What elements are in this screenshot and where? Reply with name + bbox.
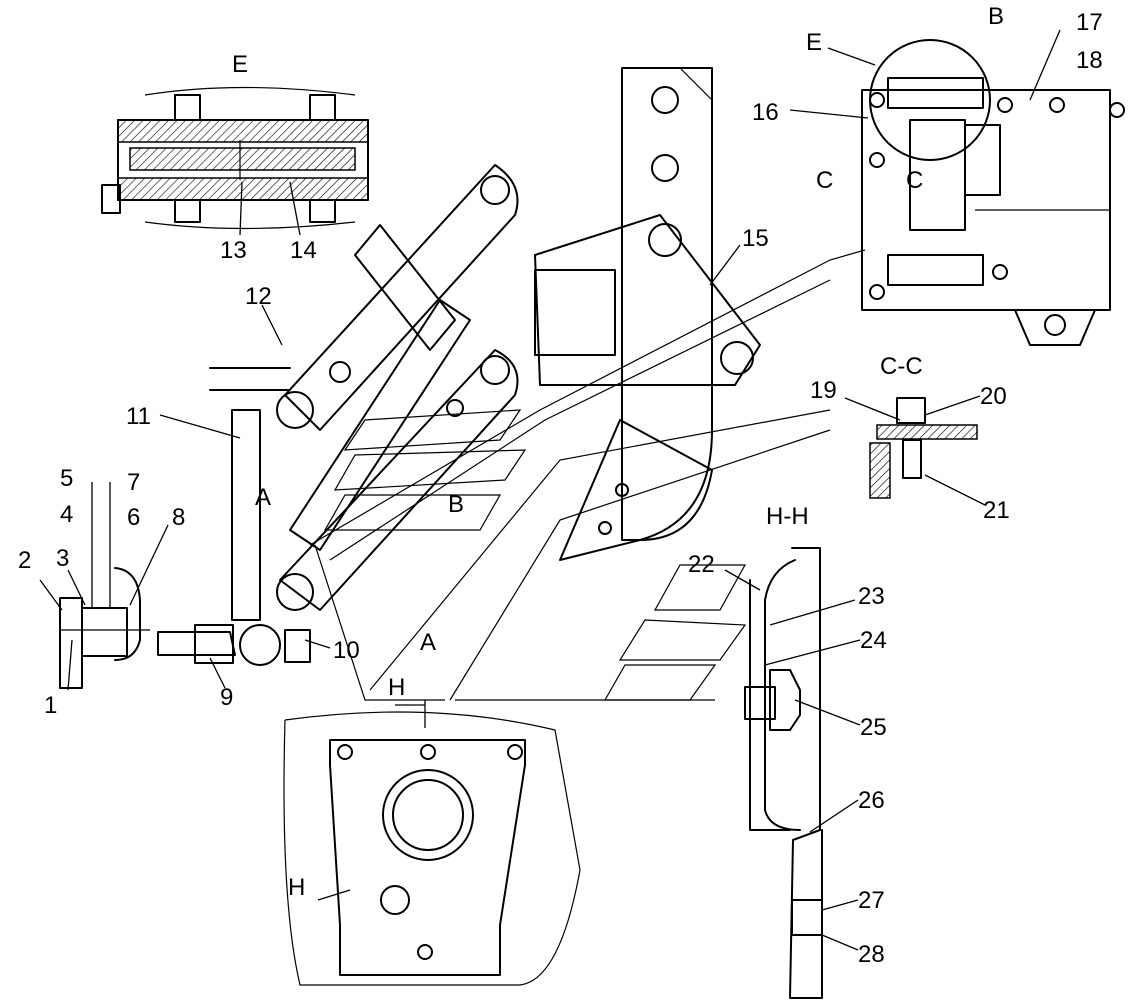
callout-4: 4 xyxy=(60,501,73,528)
callout-1: 1 xyxy=(44,692,57,719)
callout-21: 21 xyxy=(983,497,1010,524)
callout-23: 23 xyxy=(858,583,885,610)
callout-28: 28 xyxy=(858,941,885,968)
callout-14: 14 xyxy=(290,237,317,264)
section-h-h xyxy=(744,547,823,999)
callout-7: 7 xyxy=(127,469,140,496)
callout-16: 16 xyxy=(752,99,779,126)
callout-22: 22 xyxy=(688,551,715,578)
callout-25: 25 xyxy=(860,714,887,741)
view-arrow-a: A xyxy=(255,484,271,511)
ground-bands xyxy=(309,249,866,701)
callout-2: 2 xyxy=(18,547,31,574)
callout-19: 19 xyxy=(810,377,837,404)
part-callouts: 1 2 3 4 5 6 7 8 9 10 11 12 13 14 15 16 1… xyxy=(18,9,1103,968)
callout-5: 5 xyxy=(60,465,73,492)
callout-11: 11 xyxy=(126,403,151,430)
view-title-a: A xyxy=(420,629,436,656)
callout-20: 20 xyxy=(980,383,1007,410)
callout-15: 15 xyxy=(742,225,769,252)
leader-lines xyxy=(39,29,1061,951)
detail-e-section xyxy=(101,86,369,230)
section-c-c xyxy=(869,397,978,499)
callout-24: 24 xyxy=(860,627,887,654)
callout-13: 13 xyxy=(220,237,247,264)
section-mark-c-left: C xyxy=(816,167,833,194)
callout-17: 17 xyxy=(1076,9,1103,36)
callout-3: 3 xyxy=(56,545,69,572)
main-assembly xyxy=(157,67,761,666)
callout-27: 27 xyxy=(858,887,885,914)
view-arrow-b: B xyxy=(448,491,464,518)
section-title-h-h: H-H xyxy=(766,503,809,530)
view-h-plate xyxy=(283,711,581,986)
callout-18: 18 xyxy=(1076,47,1103,74)
view-label-b: B xyxy=(988,3,1004,30)
view-label-e: E xyxy=(232,51,248,78)
section-mark-c-right: C xyxy=(906,167,923,194)
callout-6: 6 xyxy=(127,504,140,531)
view-pointer-e: E xyxy=(806,29,822,56)
callout-12: 12 xyxy=(245,283,272,310)
detail-small-left xyxy=(59,567,150,689)
callout-9: 9 xyxy=(220,684,233,711)
callout-10: 10 xyxy=(333,637,360,664)
callout-8: 8 xyxy=(172,504,185,531)
view-arrow-h: H xyxy=(288,874,305,901)
detail-b-view xyxy=(861,39,1125,346)
callout-26: 26 xyxy=(858,787,885,814)
section-title-c-c: C-C xyxy=(880,353,923,380)
view-labels: E B E C C C-C H-H A A B H H xyxy=(232,3,1004,901)
section-mark-h-top: H xyxy=(388,674,405,701)
